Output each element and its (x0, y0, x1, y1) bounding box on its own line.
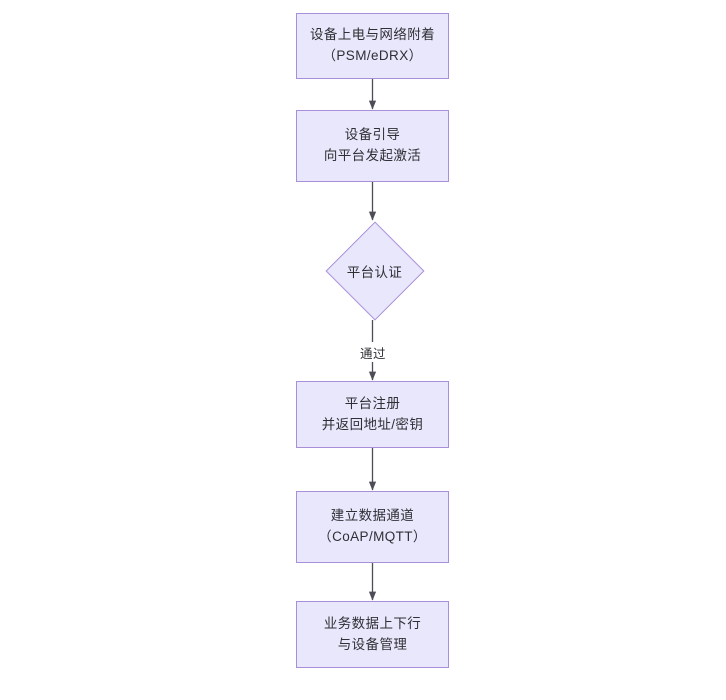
flow-node-business-data-and-device-management[interactable]: 业务数据上下行 与设备管理 (296, 601, 449, 668)
flow-node-platform-registration[interactable]: 平台注册 并返回地址/密钥 (296, 381, 449, 448)
flow-node-line-1: 业务数据上下行 (323, 615, 422, 631)
flow-node-line-1: 平台注册 (344, 395, 401, 411)
flow-node-platform-authentication[interactable]: 平台认证 (325, 221, 424, 320)
edge-label-pass: 通过 (348, 342, 398, 362)
flow-node-line-2: （CoAP/MQTT） (318, 529, 427, 544)
flow-node-line-2: 并返回地址/密钥 (321, 416, 424, 432)
flow-node-line-1: 设备引导 (344, 127, 401, 143)
flow-node-establish-data-channel[interactable]: 建立数据通道 （CoAP/MQTT） (296, 491, 449, 563)
flow-node-line-2: （PSM/eDRX） (322, 48, 423, 63)
flow-node-line-1: 设备上电与网络附着 (309, 27, 436, 43)
flow-node-line-1: 建立数据通道 (330, 508, 415, 524)
flow-node-line-1: 平台认证 (346, 264, 403, 280)
flow-node-device-bootstrap[interactable]: 设备引导 向平台发起激活 (296, 110, 449, 182)
flow-node-line-2: 向平台发起激活 (323, 148, 422, 163)
flow-node-device-power-on[interactable]: 设备上电与网络附着 （PSM/eDRX） (296, 13, 449, 79)
flow-node-line-2: 与设备管理 (337, 636, 408, 652)
